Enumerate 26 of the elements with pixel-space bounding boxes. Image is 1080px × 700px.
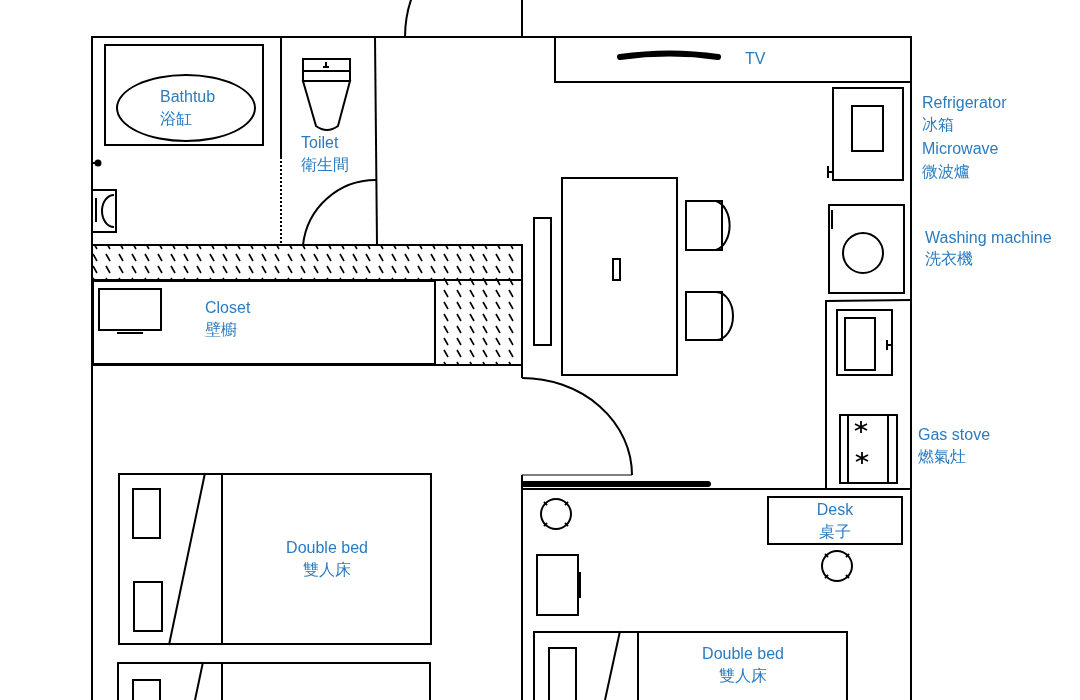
room-label: 雙人床: [719, 666, 767, 686]
appliance-label: Microwave: [922, 139, 999, 159]
room-label: Closet: [205, 298, 252, 318]
appliance-label: 燃氣灶: [918, 447, 966, 467]
room-label: 衛生間: [301, 155, 350, 175]
appliance-label: 冰箱: [922, 115, 954, 135]
appliance-label: Refrigerator: [922, 93, 1007, 113]
double-bed: [118, 473, 432, 645]
room-label: TV: [745, 49, 767, 69]
room-label: 浴缸: [160, 109, 192, 129]
appliance-label: 洗衣機: [925, 249, 973, 269]
appliance-label: 微波爐: [922, 162, 970, 182]
appliance-label: Gas stove: [918, 425, 991, 445]
room-label: 壁櫥: [205, 320, 238, 340]
room-label: Bathtub: [160, 87, 216, 107]
room-label: Double bed: [286, 538, 368, 558]
bathtub: [116, 74, 256, 142]
double-bed: [533, 631, 848, 700]
room-label: Double bed: [702, 644, 784, 664]
tv-cabinet: [554, 37, 911, 83]
room-label: 雙人床: [303, 560, 351, 580]
room-label: Toilet: [301, 133, 340, 153]
appliance-label: Washing machine: [925, 228, 1052, 248]
closet: [92, 280, 435, 365]
room-label: 桌子: [819, 521, 851, 542]
room-label: Desk: [816, 499, 854, 520]
